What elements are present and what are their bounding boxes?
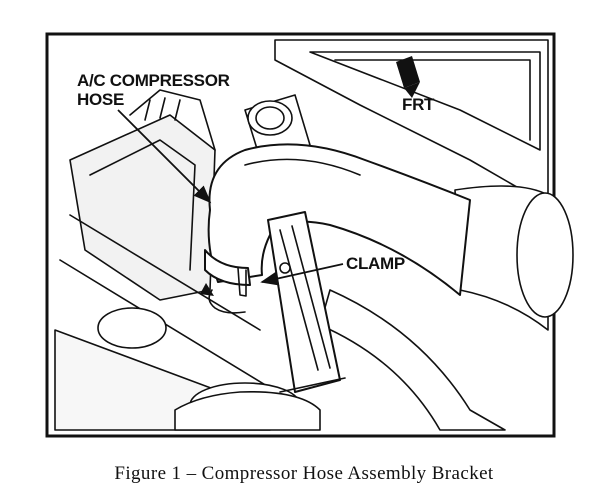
port-opening-inner	[255, 106, 285, 130]
clamp-tab	[237, 267, 247, 297]
rail-edge	[59, 259, 291, 401]
rotation-arc	[208, 289, 246, 314]
clamp-bolt	[279, 262, 291, 274]
upper-panel	[274, 39, 549, 206]
clamp-label: CLAMP	[346, 254, 405, 273]
front-arrow-tip	[404, 82, 420, 98]
front-arrow-icon	[396, 56, 420, 88]
rotation-arrowhead	[200, 283, 214, 296]
bracket-ribs	[279, 225, 331, 371]
hose-label-line2: HOSE	[77, 90, 124, 109]
rail-hole	[97, 307, 167, 349]
clamp-leader-line	[260, 263, 344, 286]
hose-leader-line	[117, 109, 212, 204]
bracket-strap	[267, 211, 341, 393]
hose-highlight	[244, 158, 361, 176]
lower-hose	[319, 289, 506, 431]
bracket-foot	[279, 377, 346, 393]
panel-edge	[334, 59, 531, 141]
front-label: FRT	[402, 95, 435, 114]
rail-edge-2	[69, 214, 261, 331]
ac-compressor-hose	[207, 143, 471, 296]
fitting-studs	[144, 97, 181, 121]
figure-caption: Figure 1 – Compressor Hose Assembly Brac…	[114, 463, 494, 484]
hose-label-line1: A/C COMPRESSOR	[77, 71, 230, 90]
left-housing-ridge	[89, 139, 196, 271]
compressor-fittings	[129, 89, 216, 151]
right-hose-end	[516, 192, 574, 318]
lower-mount	[174, 391, 321, 431]
